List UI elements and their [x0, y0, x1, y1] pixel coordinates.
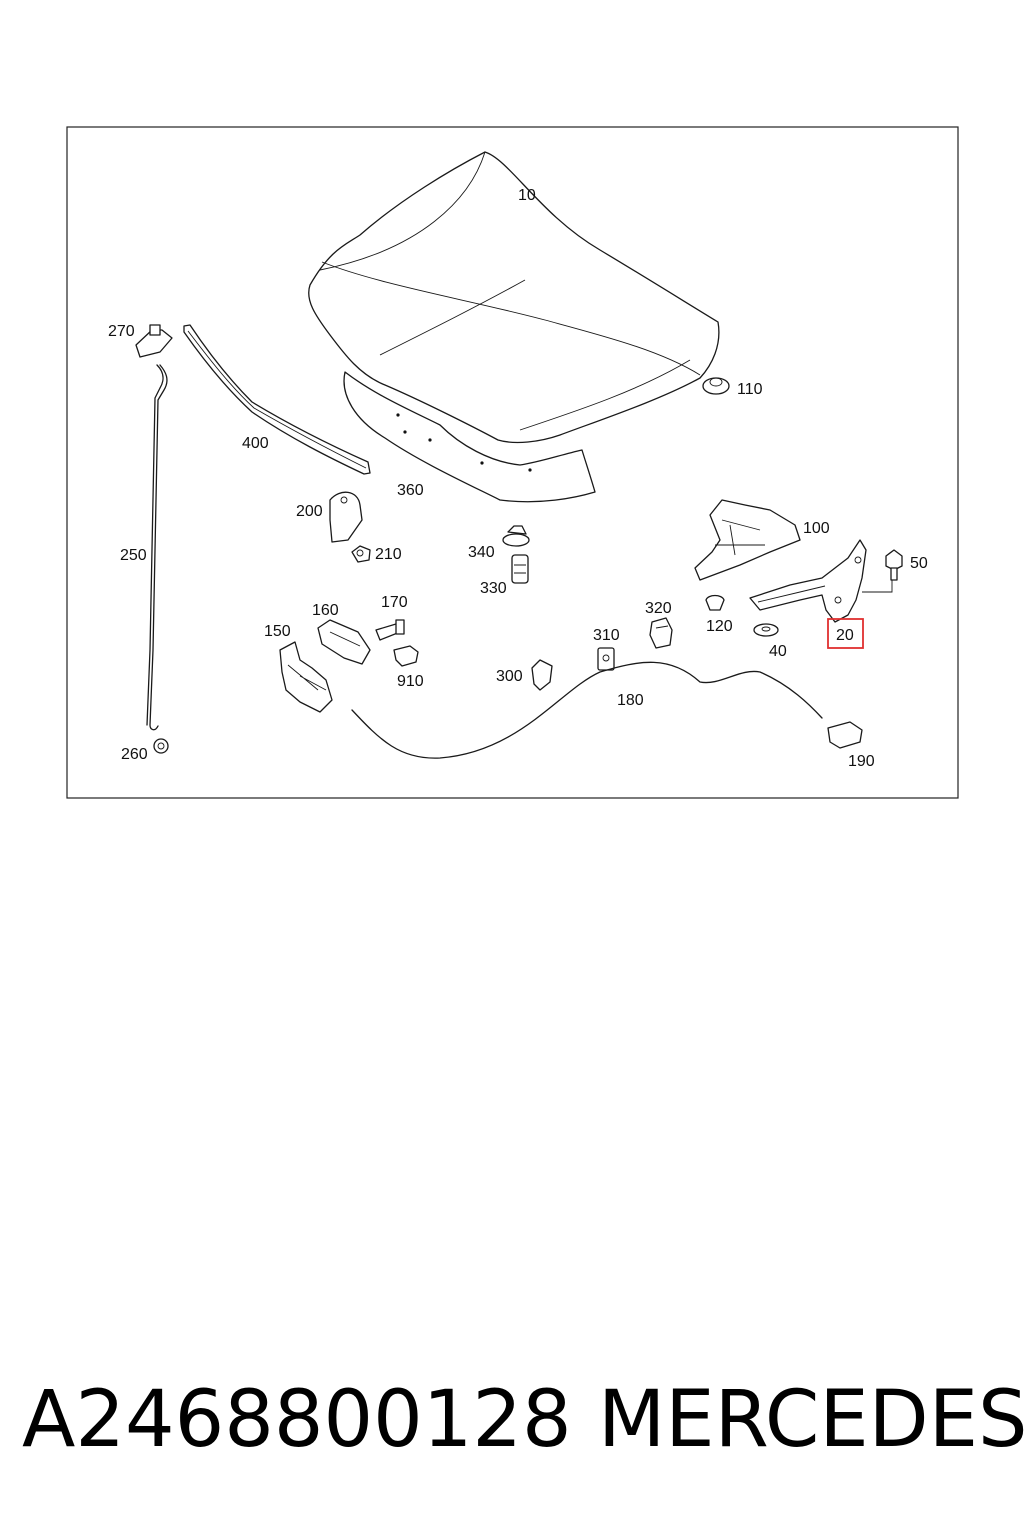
- part-300-clip: [531, 659, 553, 691]
- label-400: 400: [242, 435, 269, 452]
- part-170-bolt: [375, 619, 405, 641]
- part-120-clip: [705, 594, 725, 611]
- label-150: 150: [264, 623, 291, 640]
- part-340-clip: [502, 525, 530, 547]
- label-260: 260: [121, 746, 148, 763]
- label-360: 360: [397, 482, 424, 499]
- part-number: A2468800128: [22, 1375, 572, 1465]
- label-250: 250: [120, 547, 147, 564]
- part-160-lock: [317, 619, 371, 665]
- part-150-lock: [279, 641, 333, 713]
- diagram-frame: [66, 126, 959, 799]
- part-250-rod: [146, 364, 168, 731]
- label-120: 120: [706, 618, 733, 635]
- part-210-nut: [351, 545, 371, 563]
- label-210: 210: [375, 546, 402, 563]
- part-260-grommet: [153, 738, 169, 754]
- label-270: 270: [108, 323, 135, 340]
- part-270-bracket: [135, 324, 173, 358]
- part-330-buffer: [511, 554, 529, 584]
- part-310-holder: [597, 647, 615, 671]
- label-330: 330: [480, 580, 507, 597]
- part-40-washer: [753, 623, 779, 637]
- part-200-bracket: [329, 491, 363, 543]
- parts-diagram: 10 270 110 400 360 200 100 340 250 210 5…: [66, 126, 959, 799]
- part-320-clip: [649, 617, 673, 649]
- label-40: 40: [769, 643, 787, 660]
- part-20-hinge: [749, 539, 893, 623]
- label-340: 340: [468, 544, 495, 561]
- label-300: 300: [496, 668, 523, 685]
- label-10: 10: [518, 187, 536, 204]
- label-100: 100: [803, 520, 830, 537]
- label-910: 910: [397, 673, 424, 690]
- label-320: 320: [645, 600, 672, 617]
- part-190-handle: [827, 721, 863, 749]
- label-310: 310: [593, 627, 620, 644]
- part-50-bolt: [885, 549, 903, 581]
- label-160: 160: [312, 602, 339, 619]
- label-190: 190: [848, 753, 875, 770]
- part-360-insulation: [343, 371, 596, 503]
- label-170: 170: [381, 594, 408, 611]
- part-180-cable: [351, 661, 823, 759]
- label-20: 20: [836, 627, 854, 644]
- part-400-seal: [183, 324, 371, 475]
- part-100-bracket: [694, 499, 801, 581]
- label-110: 110: [737, 381, 763, 398]
- label-200: 200: [296, 503, 323, 520]
- label-180: 180: [617, 692, 644, 709]
- highlight-box-20: [827, 618, 864, 649]
- manufacturer-name: MERCEDES: [598, 1375, 1024, 1465]
- part-10-hood: [308, 151, 720, 444]
- footer: A2468800128 MERCEDES: [0, 1370, 1024, 1480]
- part-910-connector: [393, 645, 419, 667]
- part-110-grommet: [702, 377, 730, 395]
- label-50: 50: [910, 555, 928, 572]
